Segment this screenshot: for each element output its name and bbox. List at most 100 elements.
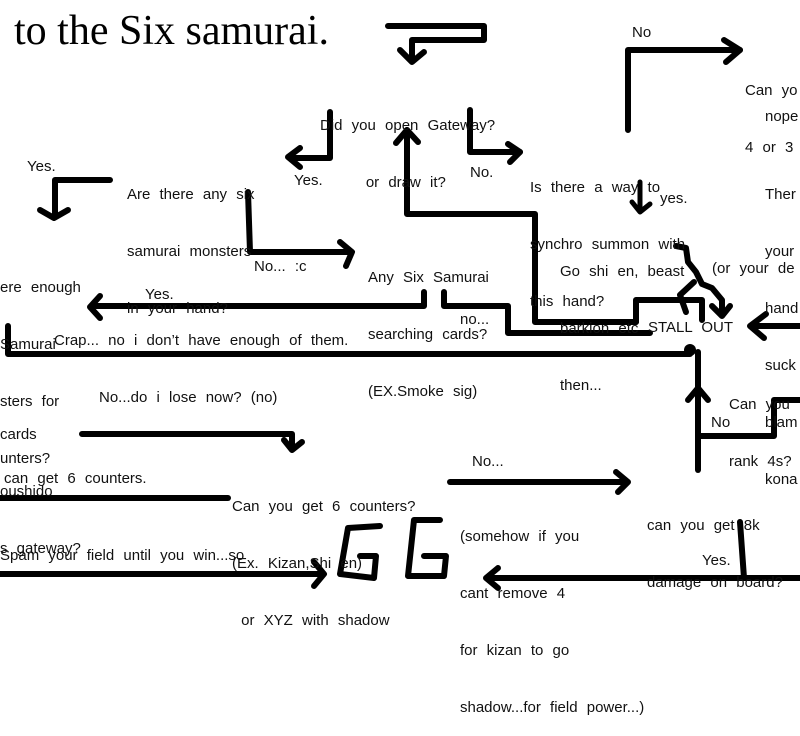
node-go-shien: Go shi en, beast barkion etc then...	[560, 224, 684, 414]
connector-lose-now	[79, 431, 295, 447]
edge-label-no-top: No	[632, 24, 652, 41]
edge-label-no-synchro: No.	[470, 164, 494, 181]
edge-label-yes-enough: Yes.	[145, 286, 174, 303]
edge-label-no-lose: No...do i lose now? (no)	[99, 389, 278, 406]
node-line: your	[765, 243, 795, 260]
arrowhead-8k-no-up	[685, 385, 711, 403]
connector-gateway-no	[467, 107, 523, 155]
gg-letter-g1	[337, 523, 383, 581]
node-line: suck	[765, 357, 796, 374]
arrowhead-searching-yes	[87, 293, 103, 321]
node-nope: nope	[765, 108, 799, 125]
arrowhead-gateway-no	[505, 141, 523, 165]
node-line: searching cards?	[368, 326, 488, 343]
connector-go-shien-to-stall	[673, 243, 725, 315]
arrowhead-stall-loop	[677, 279, 697, 315]
node-any-six-in-hand: Are there any six samurai monsters in yo…	[127, 147, 255, 337]
node-line: Can you	[729, 396, 790, 413]
arrowhead-loop-to-gateway	[393, 127, 421, 146]
flowchart-connectors	[0, 23, 800, 591]
node-line: s gateway?	[0, 540, 81, 557]
arrowhead-any-six-yes	[37, 207, 71, 221]
node-line: hand	[765, 300, 799, 317]
connector-rank4-no	[695, 397, 800, 439]
node-can-get-6-counters-left: can get 6 counters.	[4, 470, 147, 487]
connector-loop-to-gateway	[404, 127, 639, 325]
edge-label-no-dots: no...	[460, 311, 490, 328]
node-can-get-8k: can you get 8k damage on board?	[647, 478, 783, 611]
arrowhead-lose-now	[281, 437, 305, 453]
node-line: Did you open Gateway?	[320, 117, 496, 134]
node-line: kona	[765, 471, 798, 488]
arrowhead-go-shien-to-stall	[709, 303, 733, 319]
connector-gateway-yes	[287, 109, 333, 161]
node-line: unters?	[0, 450, 51, 467]
connector-any-six-yes	[52, 177, 113, 218]
node-line: Any Six Samurai	[368, 269, 489, 286]
connector-title-to-gateway	[385, 23, 487, 63]
node-line: Ther	[765, 186, 796, 203]
node-line: cant remove 4	[460, 585, 566, 602]
node-line: rank 4s?	[729, 453, 792, 470]
node-line: barkion etc	[560, 320, 639, 337]
gg-letter-g2	[405, 517, 449, 579]
node-can-you-top-right: Can yo 4 or 3	[745, 43, 798, 176]
edge-label-no-8k: No...	[472, 453, 504, 470]
node-crap: Crap... no i don’t have enough of them.	[54, 332, 349, 349]
connector-stall-loop	[633, 297, 705, 325]
node-line: (somehow if you	[460, 528, 580, 545]
node-line: can you get 8k	[647, 517, 760, 534]
arrowhead-any-six-no	[337, 239, 355, 269]
node-somehow: (somehow if you cant remove 4 for kizan …	[460, 489, 644, 736]
node-line: 4 or 3	[745, 139, 794, 156]
node-line: cards	[0, 426, 37, 443]
node-synchro: Is there a way to synchro summon with th…	[530, 140, 685, 330]
node-can-you-rank4: Can you rank 4s?	[729, 357, 792, 490]
node-searching-cards: Any Six Samurai searching cards? (EX.Smo…	[368, 230, 489, 420]
edge-label-yes-gg: Yes.	[702, 552, 731, 569]
node-line: sters for	[0, 393, 60, 410]
node-line: then...	[560, 377, 602, 394]
node-cards-bushido: cards oushido s gateway?	[0, 387, 81, 577]
arrowhead-gateway-yes	[285, 145, 303, 170]
arrowhead-spam	[311, 559, 327, 589]
connector-searching-yes	[93, 289, 427, 309]
edge-label-yes-any-six: Yes.	[294, 172, 323, 189]
page-title: to the Six samurai.	[14, 8, 329, 54]
node-enough-for-counters: ere enough Samurai sters for unters?	[0, 240, 81, 487]
node-line: Are there any six	[127, 186, 255, 203]
node-open-gateway: Did you open Gateway? or draw it?	[320, 78, 495, 211]
node-line: shadow...for field power...)	[460, 699, 645, 716]
edge-label-no-rank: No	[711, 414, 731, 431]
node-line: blam	[765, 414, 798, 431]
node-spam-field: Spam your field until you win...so	[0, 547, 245, 564]
node-line: (Ex. Kizan,Shi en)	[232, 555, 363, 572]
node-line: or draw it?	[320, 174, 446, 191]
connector-any-six-no	[245, 189, 353, 255]
arrowhead-6-counters-no	[613, 469, 631, 495]
arrowhead-title-to-gateway	[397, 47, 427, 65]
connector-synchro-no	[625, 47, 743, 133]
junction-dot	[684, 344, 696, 356]
arrowhead-synchro-no	[721, 37, 743, 65]
node-line: for kizan to go	[460, 642, 570, 659]
edge-label-no-c: No... :c	[254, 258, 307, 275]
node-line: ere enough	[0, 279, 81, 296]
node-line: damage on board?	[647, 574, 783, 591]
node-line: Can you get 6 counters?	[232, 498, 416, 515]
node-there-your-hand: Ther your hand suck blam kona	[765, 147, 798, 508]
node-line: Go shi en, beast	[560, 263, 685, 280]
node-can-get-6-counters: Can you get 6 counters? (Ex. Kizan,Shi e…	[232, 459, 415, 649]
node-line: samurai monsters	[127, 243, 252, 260]
node-line: or XYZ with shadow	[232, 612, 390, 629]
node-stall-out: STALL OUT	[648, 319, 734, 336]
connector-searching-no	[441, 289, 653, 336]
node-line: oushido	[0, 483, 53, 500]
arrowhead-right-to-stall	[747, 311, 769, 341]
node-line: synchro summon with	[530, 236, 686, 253]
node-line: in your hand?	[127, 300, 228, 317]
connector-crap	[5, 323, 693, 357]
edge-label-yes-synchro: yes.	[660, 190, 688, 207]
arrowhead-8k-yes	[483, 565, 501, 591]
node-or-your-deck: (or your de	[712, 260, 795, 277]
